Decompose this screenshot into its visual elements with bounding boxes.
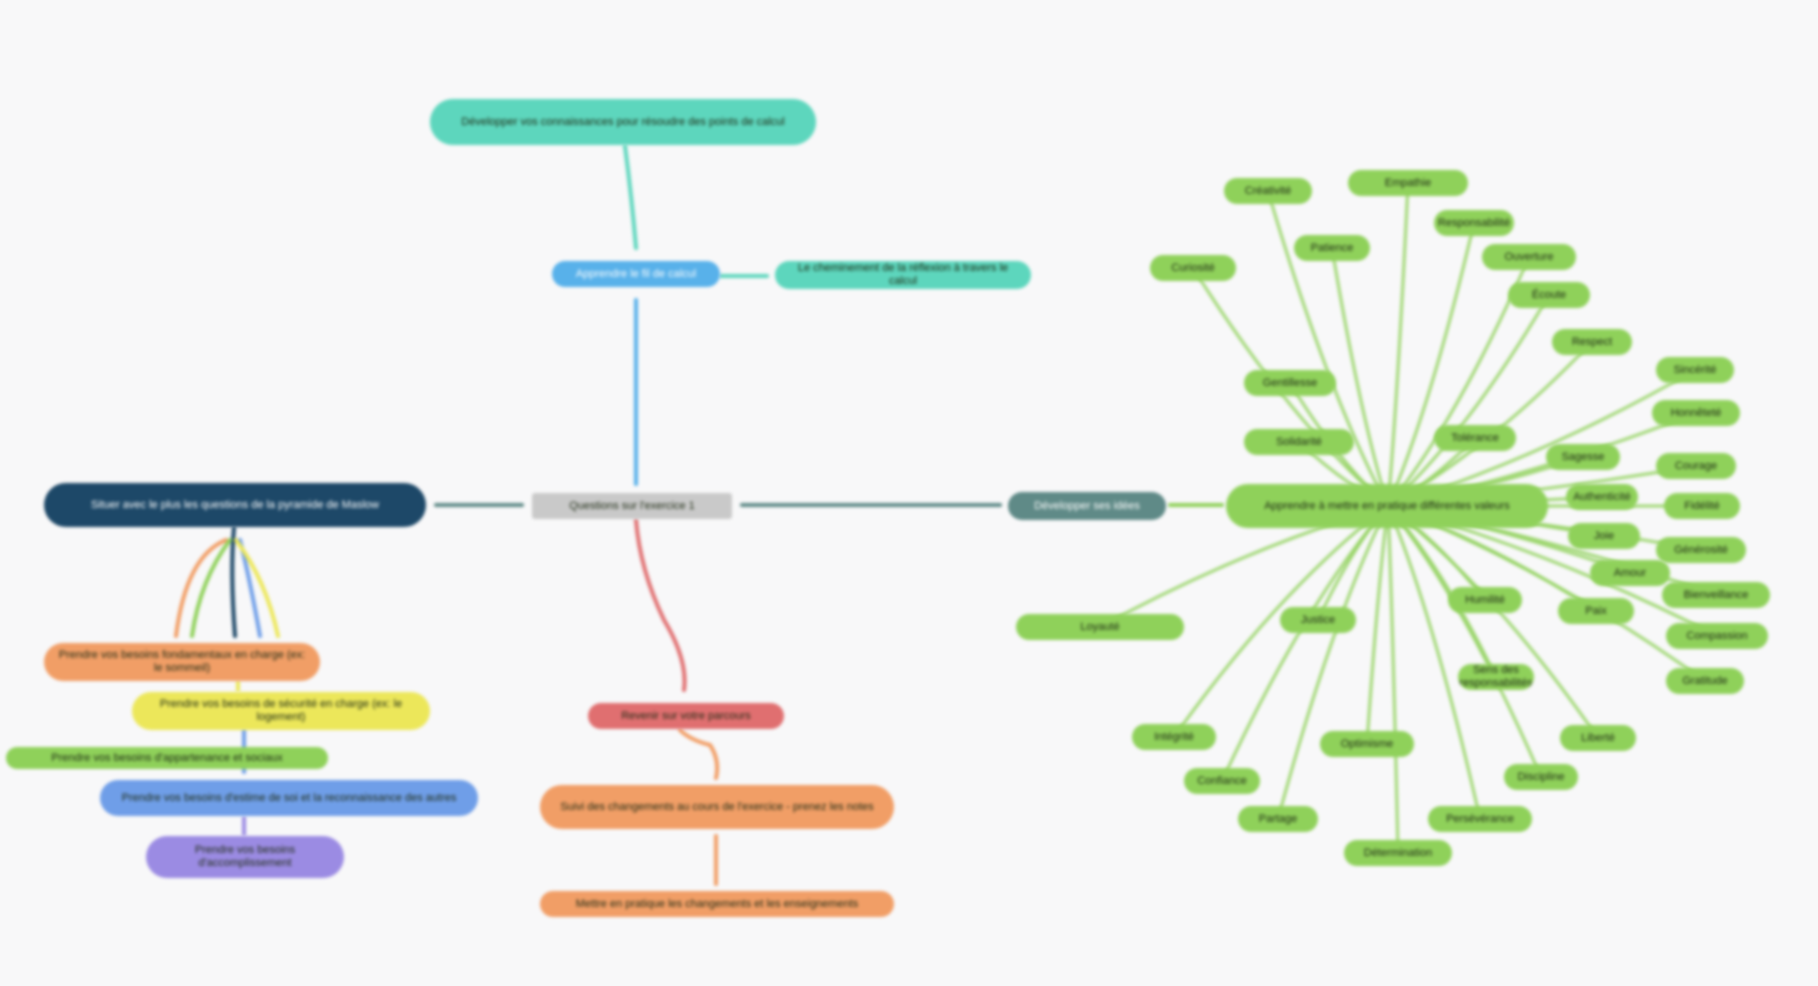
node-g-02[interactable]: Empathie: [1348, 170, 1468, 196]
node-g-13[interactable]: Générosité: [1656, 537, 1746, 563]
connector-line: [1386, 221, 1476, 508]
connector-line: [230, 526, 237, 638]
connector-line: [1386, 504, 1707, 683]
node-slate-right[interactable]: Développer ses idées: [1008, 492, 1166, 520]
node-g-34[interactable]: Joie: [1568, 523, 1640, 549]
node-g-33[interactable]: Amour: [1590, 560, 1670, 586]
node-root[interactable]: Questions sur l'exercice 1: [532, 493, 732, 519]
connector-line: [1386, 181, 1410, 508]
node-g-24[interactable]: Intégrité: [1132, 724, 1216, 750]
connector-line: [190, 538, 232, 638]
node-g-36[interactable]: Sagesse: [1546, 444, 1620, 470]
connector-line: [174, 538, 228, 638]
node-g-25[interactable]: Confiance: [1184, 768, 1260, 794]
connector-line: [1276, 504, 1390, 821]
connector-line: [1386, 504, 1543, 779]
node-g-04[interactable]: Patience: [1294, 235, 1370, 261]
node-g-26[interactable]: Partage: [1238, 806, 1318, 832]
connector-line: [1330, 246, 1390, 508]
connector-line: [1386, 504, 1400, 855]
node-g-15[interactable]: Compassion: [1666, 623, 1768, 649]
node-g-01[interactable]: Créativité: [1224, 178, 1312, 204]
node-teal-right[interactable]: Le cheminement de la réflexion à travers…: [775, 261, 1031, 289]
node-left-orange[interactable]: Prendre vos besoins fondamentaux en char…: [44, 643, 320, 681]
node-g-32[interactable]: Paix: [1558, 598, 1634, 624]
node-g-28[interactable]: Détermination: [1344, 840, 1452, 866]
connector-line: [1386, 504, 1482, 821]
connector-line: [234, 538, 280, 638]
node-orange-mid[interactable]: Suivi des changements au cours de l'exer…: [540, 785, 894, 829]
node-g-07[interactable]: Écoute: [1508, 282, 1590, 308]
connector-line: [238, 538, 262, 638]
node-g-16[interactable]: Gratitude: [1666, 668, 1744, 694]
node-navy-left[interactable]: Situer avec le plus les questions de la …: [44, 483, 426, 527]
node-g-30[interactable]: Discipline: [1504, 764, 1578, 790]
connector-line: [678, 728, 720, 780]
node-left-yellow[interactable]: Prendre vos besoins de sécurité en charg…: [132, 692, 430, 730]
node-left-purple[interactable]: Prendre vos besoins d'accomplissement: [146, 836, 344, 878]
node-top-teal[interactable]: Développer vos connaissances pour résoud…: [430, 99, 816, 145]
node-g-17[interactable]: Gentillesse: [1244, 370, 1336, 396]
connector-line: [1172, 504, 1390, 739]
node-g-11[interactable]: Courage: [1656, 453, 1736, 479]
node-green-center[interactable]: Apprendre à mettre en pratique différent…: [1226, 484, 1548, 528]
node-g-08[interactable]: Respect: [1552, 329, 1632, 355]
node-g-35[interactable]: Authenticité: [1566, 484, 1638, 510]
node-g-12[interactable]: Fidélité: [1664, 493, 1740, 519]
node-g-14[interactable]: Bienveillance: [1662, 582, 1770, 608]
node-g-05[interactable]: Curiosité: [1150, 255, 1236, 281]
node-g-29[interactable]: Persévérance: [1428, 806, 1532, 832]
node-g-21[interactable]: Loyauté: [1016, 614, 1184, 640]
node-g-22[interactable]: Justice: [1280, 607, 1356, 633]
node-g-31[interactable]: Liberté: [1560, 725, 1636, 751]
node-g-03[interactable]: Responsabilité: [1434, 210, 1514, 236]
node-g-09[interactable]: Sincérité: [1656, 357, 1734, 383]
node-g-18[interactable]: Solidarité: [1244, 429, 1354, 455]
node-left-green[interactable]: Prendre vos besoins d'appartenance et so…: [6, 747, 328, 769]
connector-line: [634, 518, 687, 692]
node-left-cornflower[interactable]: Prendre vos besoins d'estime de soi et l…: [100, 780, 478, 816]
node-g-20[interactable]: Humilité: [1448, 587, 1522, 613]
node-g-19[interactable]: Tolérance: [1434, 425, 1516, 451]
node-g-06[interactable]: Ouverture: [1482, 244, 1576, 270]
connector-line: [623, 144, 638, 250]
node-g-10[interactable]: Honnêteté: [1652, 400, 1740, 426]
node-g-27[interactable]: Optimisme: [1320, 731, 1414, 757]
node-red-mid[interactable]: Revenir sur votre parcours: [588, 703, 784, 729]
node-orange-bottom[interactable]: Mettre en pratique les changements et le…: [540, 891, 894, 917]
node-blue-mid[interactable]: Apprendre le fil de calcul: [552, 261, 720, 287]
node-g-23[interactable]: Sens des responsabilités: [1458, 664, 1534, 690]
